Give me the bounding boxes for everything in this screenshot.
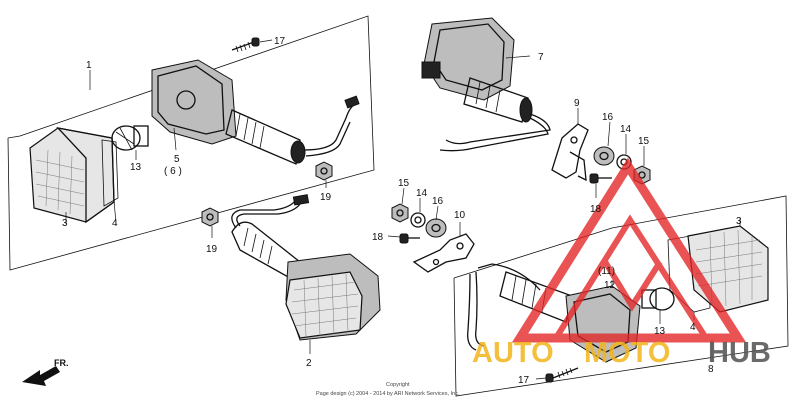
callout-19a: 19 [320,192,332,203]
callout-17b: 17 [518,375,530,386]
callout-14b: 14 [620,124,632,135]
front-direction-label: FR. [54,358,69,368]
lens-left [29,127,115,224]
callout-18b: 18 [590,204,602,215]
signal-rear-left [231,194,381,354]
callout-11: (11) [598,266,615,277]
bulb-left [111,125,149,160]
callout-12: 12 [604,280,616,291]
watermark-logo [511,157,747,343]
callout-13a: 13 [130,162,142,173]
bulb-right [641,287,675,324]
screw-17-bottom [535,367,579,383]
callout-16a: 16 [432,196,444,207]
bolt-18-right [589,173,612,198]
callout-19b: 19 [206,244,218,255]
nut-19-upper [315,161,333,188]
nut-19-lower [201,207,219,238]
callout-15a: 15 [398,178,410,189]
screw-17-top [231,37,273,53]
callout-5: 5 [174,154,180,165]
callout-1: 1 [86,60,92,71]
callout-16b: 16 [602,112,614,123]
callout-3a: 3 [62,218,68,229]
copyright-line-1: Copyright [386,382,410,388]
callout-9: 9 [574,98,580,109]
watermark-moto: MOTO [584,337,670,369]
housing-left [151,59,237,151]
stem-left [225,95,360,165]
callout-10: 10 [454,210,466,221]
callout-4b: 4 [690,322,696,333]
bracket-10 [412,222,475,273]
callout-3b: 3 [736,216,742,227]
watermark-auto: AUTO [472,337,554,369]
copyright-line-2: Page design (c) 2004 - 2014 by ARI Netwo… [316,391,460,397]
gasket-left [101,139,119,225]
callout-7: 7 [538,52,544,63]
group-box-left-signal [7,15,375,271]
callout-13b: 13 [654,326,666,337]
callout-15b: 15 [638,136,650,147]
callout-4a: 4 [112,218,118,229]
callout-6: ( 6 ) [164,166,182,177]
watermark-hub: HUB [708,337,771,369]
callout-17a: 17 [274,36,286,47]
callout-2: 2 [306,358,312,369]
callout-18a: 18 [372,232,384,243]
signal-front-right [421,17,551,152]
hardware-stack-center [387,187,447,244]
callout-8: 8 [708,364,714,375]
lens-right [687,218,769,313]
front-direction-arrow: FR. [22,358,69,386]
callout-14a: 14 [416,188,428,199]
bracket-9 [551,108,589,182]
